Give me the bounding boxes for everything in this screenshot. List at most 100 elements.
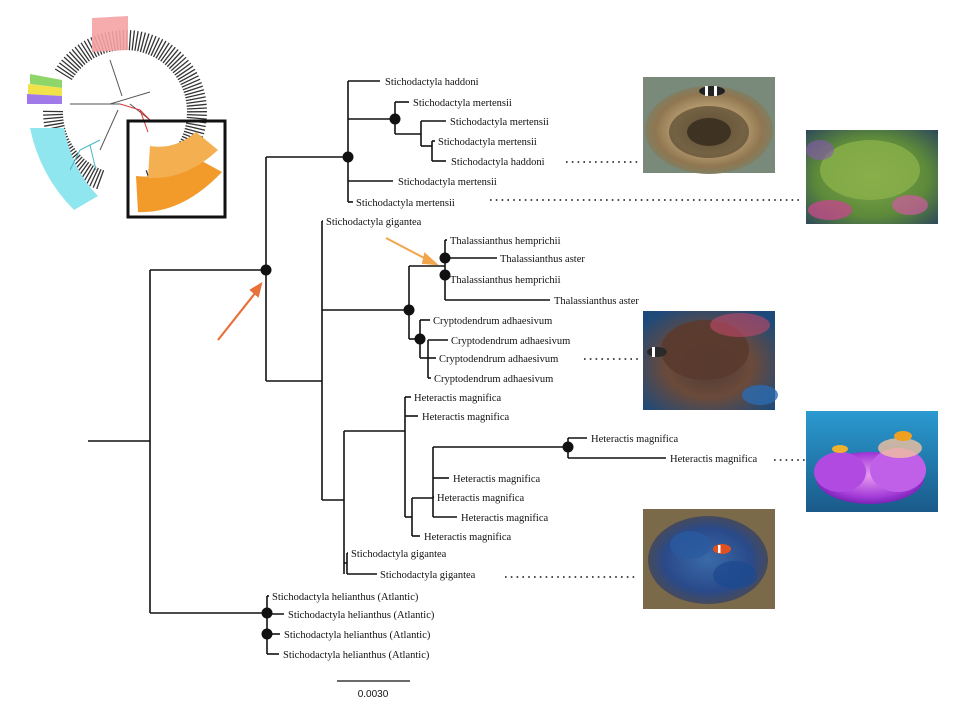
node-support-icon [414, 333, 426, 345]
tip-label: Cryptodendrum adhaesivum [433, 316, 552, 327]
inset-tip-spoke [160, 44, 173, 62]
node-supports [260, 113, 574, 640]
arrows [217, 237, 439, 341]
inset-tip-spoke [162, 46, 176, 64]
inset-tip-spoke [155, 40, 167, 59]
tip-label: Thalassianthus aster [500, 254, 585, 265]
clownfish-icon [647, 347, 667, 357]
inset-overview-tree [27, 16, 227, 219]
tree-branches [88, 80, 666, 655]
inset-tip-spoke [184, 127, 205, 135]
inset-tip-spoke [68, 51, 84, 67]
photo-stichodactyla-mertensii [806, 130, 938, 224]
inset-tip-spoke [150, 37, 160, 56]
tip-label: Stichodactyla mertensii [438, 137, 537, 148]
tip-label: Stichodactyla gigantea [326, 217, 422, 228]
tip-label: Stichodactyla haddoni [385, 77, 479, 88]
inset-tip-spoke [80, 42, 93, 61]
tip-label: Stichodactyla gigantea [380, 570, 476, 581]
tip-label: Heteractis magnifica [424, 532, 512, 543]
inset-tip-spoke [128, 30, 132, 51]
inset-tip-spoke [96, 169, 105, 190]
inset-tip-spoke [89, 167, 99, 187]
tip-label: Heteractis magnifica [414, 393, 502, 404]
inset-green-clade [30, 74, 62, 88]
tip-label: Heteractis magnifica [453, 474, 541, 485]
inset-tip-spoke [85, 166, 97, 185]
inset-tip-spoke [43, 119, 64, 124]
inset-tip-spoke [183, 85, 204, 94]
tip-label: Thalassianthus aster [554, 296, 639, 307]
inset-tip-spoke [131, 30, 136, 51]
inset-tip-spoke [134, 30, 139, 51]
inset-tip-spoke [43, 113, 64, 116]
inset-tip-spoke [44, 122, 65, 127]
tip-label: Thalassianthus hemprichii [450, 236, 561, 247]
inset-tip-spoke [186, 107, 207, 110]
inset-tip-spoke [71, 48, 86, 66]
inset-tip-spoke [166, 51, 182, 68]
inset-tip-spoke [186, 113, 207, 117]
inset-tip-spoke [164, 49, 179, 66]
inset-orange-clade-inner [148, 132, 218, 179]
inset-purple-clade [27, 94, 62, 104]
node-support-icon [403, 304, 415, 316]
inset-red-branches [119, 103, 151, 133]
scale-bar: 0.0030 [337, 680, 410, 700]
tip-label: Stichodactyla mertensii [413, 98, 512, 109]
inset-tip-spoke [157, 42, 170, 61]
inset-red-clade [92, 16, 128, 52]
inset-tip-spoke [185, 96, 206, 102]
photo-cryptodendrum-adhaesivum [643, 311, 778, 410]
scale-bar-label: 0.0030 [358, 689, 389, 700]
tip-label: Stichodactyla mertensii [356, 198, 455, 209]
inset-highlight-box [126, 119, 227, 219]
inset-tip-spoke [174, 62, 192, 76]
inset-tip-spoke [176, 65, 194, 78]
inset-cyan-branches [69, 139, 101, 171]
inset-tip-spoke [145, 34, 154, 54]
inset-tip-spoke [147, 35, 157, 55]
inset-tip-spoke [43, 116, 64, 120]
inset-tip-spoke [63, 56, 80, 71]
inset-tip-spoke [185, 92, 205, 99]
inset-tip-spoke [186, 99, 207, 105]
tip-label: Stichodactyla helianthus (Atlantic) [288, 610, 435, 621]
inset-backbone [70, 59, 151, 151]
inset-tip-spoke [66, 53, 82, 69]
inset-tip-spoke [82, 165, 94, 183]
node-support-icon [261, 607, 273, 619]
tip-label: Stichodactyla helianthus (Atlantic) [284, 630, 431, 641]
tip-label: Cryptodendrum adhaesivum [439, 354, 558, 365]
photo-stichodactyla-gigantea [643, 509, 775, 609]
tip-labels: Stichodactyla haddoni Stichodactyla mert… [272, 77, 758, 661]
clownfish-icon [699, 86, 725, 96]
inset-cyan-clade [30, 128, 98, 210]
inset-tip-spoke [139, 32, 147, 53]
tip-label: Stichodactyla haddoni [451, 157, 545, 168]
inset-tip-spoke [181, 78, 201, 88]
inset-tip-spoke [56, 65, 75, 78]
inset-tip-spoke [186, 116, 207, 120]
inset-tip-spoke [92, 168, 102, 188]
tip-label: Heteractis magnifica [422, 412, 510, 423]
tip-label: Heteractis magnifica [670, 454, 758, 465]
inset-tip-spoke [182, 81, 202, 91]
inset-tip-spoke [152, 38, 164, 58]
inset-tip-spoke [168, 54, 185, 70]
inset-tip-spoke [58, 62, 76, 76]
tip-label: Cryptodendrum adhaesivum [451, 336, 570, 347]
inset-tip-spoke [142, 33, 150, 53]
inset-tip-spoke [178, 71, 198, 83]
node-support-icon [261, 628, 273, 640]
photo-stichodactyla-haddoni [643, 77, 775, 174]
clownfish-icon [832, 431, 912, 453]
inset-tip-spoke [180, 75, 199, 86]
inset-tip-spoke [137, 31, 143, 52]
arrow-icon [217, 281, 263, 341]
inset-tip-spoke [61, 59, 78, 74]
inset-tip-spoke [172, 59, 189, 74]
tip-label: Heteractis magnifica [461, 513, 549, 524]
node-support-icon [342, 151, 354, 163]
inset-tip-spoke [170, 56, 187, 72]
